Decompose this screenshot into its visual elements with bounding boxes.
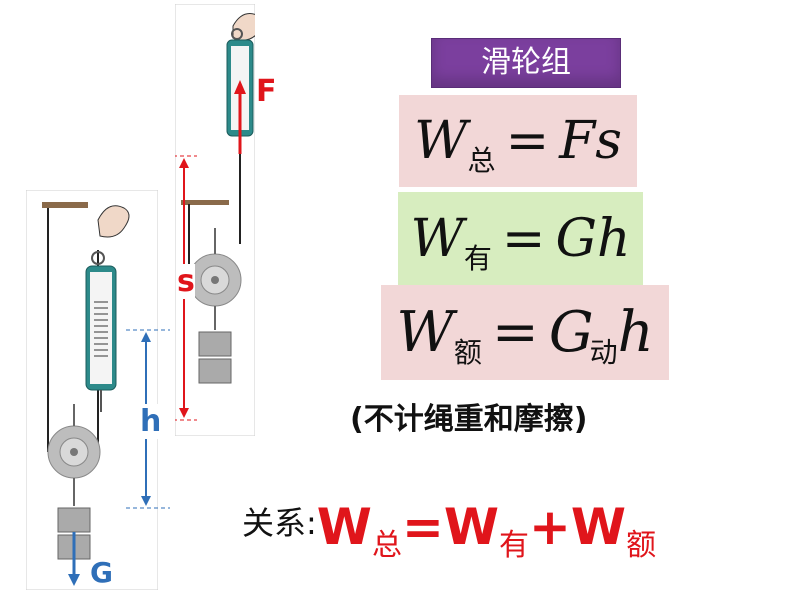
pulley-diagram-left (26, 190, 158, 590)
formula-sub: 总 (467, 144, 496, 177)
rel-w-extra: W (570, 498, 627, 556)
formula-g-sub: 动 (589, 335, 618, 369)
label-h: h (138, 404, 164, 439)
page-title: 滑轮组 (431, 38, 621, 88)
formula-rhs: Gh (555, 208, 631, 269)
rel-w-useful: W (443, 498, 500, 556)
relation-label: 关系: (242, 504, 317, 542)
rel-plus: + (529, 498, 571, 556)
formula-h: h (617, 300, 654, 365)
rel-sub-extra: 额 (626, 528, 657, 563)
formula-g: G (548, 300, 594, 365)
formula-w: W (414, 111, 468, 171)
label-f: F (256, 74, 277, 109)
label-s: s (177, 264, 195, 299)
formula-rhs: Fs (559, 111, 622, 171)
rel-sub-useful: 有 (499, 528, 530, 563)
formula-sub: 有 (463, 241, 492, 275)
formula-sub: 额 (453, 335, 482, 369)
formula-w: W (396, 300, 454, 365)
pulley-diagram-right (175, 4, 255, 436)
label-g: G (90, 556, 113, 589)
rel-equals: = (401, 498, 444, 556)
rel-w-total: W (316, 498, 372, 556)
formula-w: W (410, 208, 464, 269)
rel-sub-total: 总 (371, 528, 402, 563)
condition-note: (不计绳重和摩擦) (350, 402, 588, 437)
